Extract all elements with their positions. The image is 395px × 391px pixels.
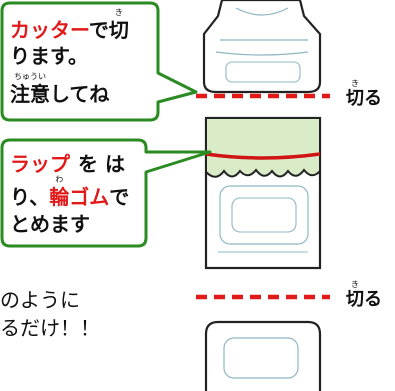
callout-top-line-1: カッターで切き: [10, 9, 129, 43]
body-text-line-1: のように: [0, 288, 80, 312]
callout-top-line1-rest: で: [88, 18, 109, 42]
cut-label-2-kanji: 切: [346, 289, 364, 310]
cut-label-2-ruby: き: [351, 280, 359, 289]
cut-label-1-kana: る: [364, 88, 382, 109]
cut-label-1: 切きる: [346, 80, 382, 109]
callout-bottom-gomu: ゴム: [69, 185, 110, 209]
callout-bottom-line2-start: り、: [10, 185, 50, 209]
cut-label-2-kanji-wrap: 切き: [346, 281, 364, 310]
callout-top-line3-rest: してね: [50, 82, 110, 106]
callout-bottom-line2-end: で: [109, 185, 130, 209]
body-text-line-2: るだけ！！: [0, 316, 100, 340]
callout-bottom-kanji-wa: 輪わ: [49, 176, 70, 210]
ruby-wa: わ: [55, 175, 64, 184]
bottle-middle-piece: [204, 116, 322, 270]
callout-bottom-red-text: ラップ: [10, 152, 70, 176]
ruby-ki: き: [114, 8, 123, 17]
cut-label-1-kanji: 切: [346, 88, 364, 109]
callout-top-red-text: カッター: [10, 18, 89, 42]
callout-top-kanji-kiru: 切き: [108, 9, 129, 43]
bottle-bottom-piece: [204, 320, 322, 391]
callout-bottom-line-3: とめます: [10, 212, 90, 236]
callout-top-line-3: 注意ちゅういしてね: [10, 73, 110, 107]
callout-bottom-line-1: ラップを は: [10, 152, 125, 176]
callout-top-kanji-chuui: 注意ちゅうい: [10, 73, 50, 107]
cut-label-2-kana: る: [364, 289, 382, 310]
callout-bottom: [0, 138, 212, 248]
callout-top-line-2: ります。: [10, 44, 88, 68]
bottle-top-piece: [202, 0, 322, 94]
callout-top: [0, 1, 198, 122]
callout-bottom-line-2: り、輪わゴムで: [10, 176, 130, 210]
callout-bottom-line1-rest: を は: [78, 152, 125, 176]
cut-label-1-ruby: き: [351, 79, 359, 88]
kanji-wa: 輪: [49, 185, 70, 209]
cut-label-2: 切きる: [346, 281, 382, 310]
cut-label-1-kanji-wrap: 切き: [346, 80, 364, 109]
ruby-chuui: ちゅうい: [14, 72, 46, 81]
kanji-kiru: 切: [108, 18, 129, 42]
kanji-chuui: 注意: [10, 82, 50, 106]
